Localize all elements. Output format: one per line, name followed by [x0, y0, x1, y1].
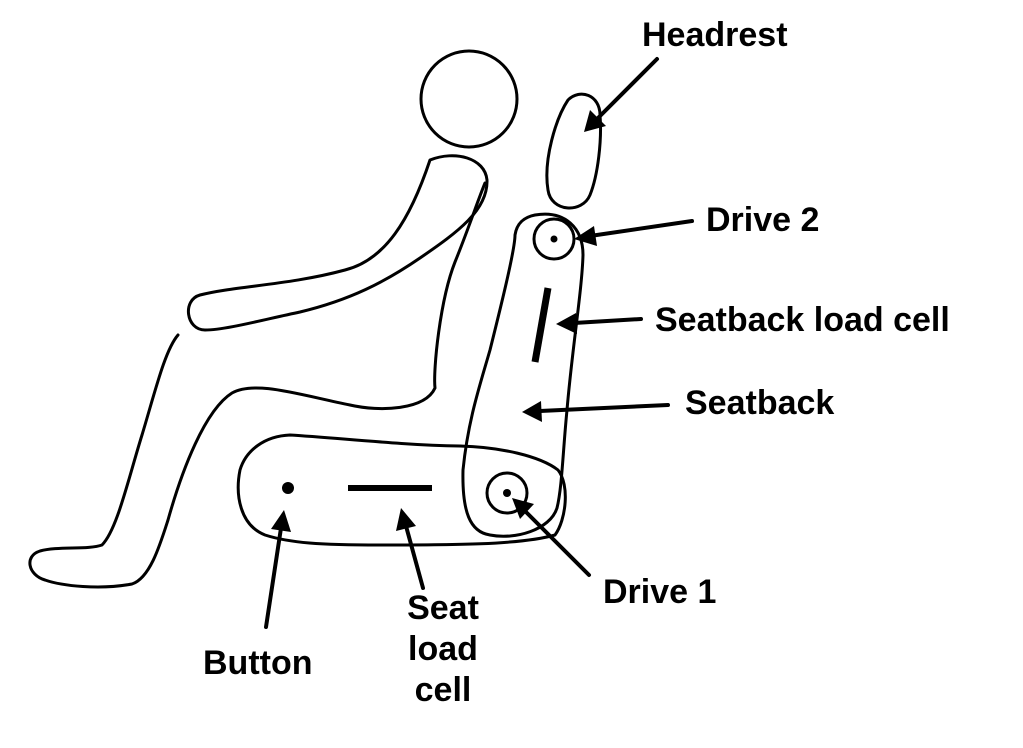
seatback-load-cell-sensor — [531, 287, 552, 363]
person-head — [419, 49, 519, 149]
seat-load-cell-label: Seat load cell — [388, 588, 498, 711]
button-arrow — [264, 510, 291, 629]
drive1-motor — [485, 471, 529, 515]
drive2-label: Drive 2 — [706, 201, 820, 239]
seat-load-cell-label-line3: cell — [414, 671, 472, 709]
person-arm — [186, 154, 489, 332]
seat-load-cell-label-line2: load — [408, 630, 478, 668]
seat-load-cell-label-line1: Seat — [407, 589, 479, 627]
drive1-label: Drive 1 — [603, 573, 717, 611]
headrest-label: Headrest — [642, 16, 788, 54]
drive2-arrow — [574, 219, 694, 246]
seat-load-cell-arrow — [396, 508, 425, 590]
drive2-motor — [532, 217, 576, 261]
person-figure — [28, 49, 519, 589]
button-label: Button — [203, 644, 313, 682]
seatback-shape — [461, 212, 585, 538]
seatback-load-cell-label: Seatback load cell — [655, 301, 950, 339]
seatback-arrow — [522, 401, 670, 422]
seatback-label: Seatback — [685, 384, 835, 422]
headrest-shape — [545, 92, 602, 210]
person-torso-and-legs — [28, 181, 487, 589]
headrest-arrow — [584, 57, 659, 132]
drive1-arrow — [512, 498, 591, 577]
seat-cushion-shape — [236, 433, 567, 547]
seatback-load-cell-arrow — [556, 313, 643, 334]
button-dot — [282, 482, 294, 494]
